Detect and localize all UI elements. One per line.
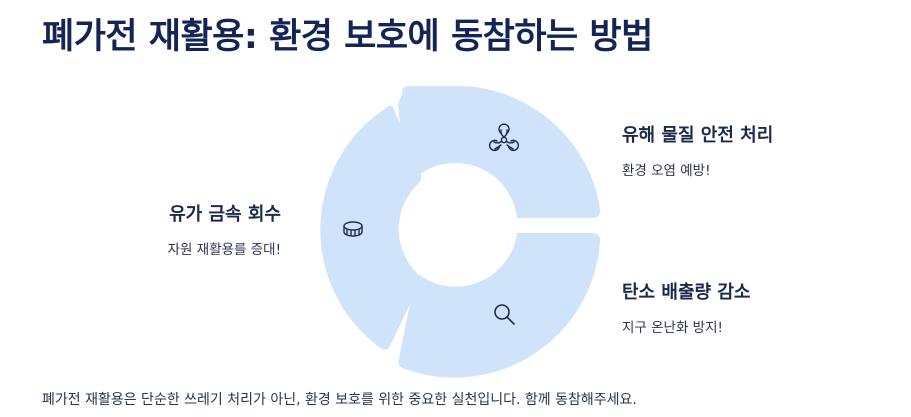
label-hazardous: 유해 물질 안전 처리 환경 오염 예방!: [622, 121, 773, 179]
label-hazardous-desc: 환경 오염 예방!: [622, 163, 711, 179]
magnifier-icon: [494, 304, 515, 325]
footer-note: 폐가전 재활용은 단순한 쓰레기 처리가 아닌, 환경 보호를 위한 중요한 실…: [42, 392, 637, 408]
donut-diagram: [308, 82, 604, 378]
label-metals-title: 유가 금속 회수: [169, 204, 281, 225]
biohazard-icon: [488, 123, 520, 152]
coins-icon: [343, 221, 363, 237]
segment-hazardous: [398, 86, 601, 218]
label-carbon-desc: 지구 온난화 방지!: [622, 320, 723, 336]
label-metals: 유가 금속 회수 자원 재활용를 증대!: [168, 200, 281, 258]
page-title: 폐가전 재활용: 환경 보호에 동참하는 방법: [42, 17, 653, 57]
label-carbon: 탄소 배출량 감소 지구 온난화 방지!: [622, 278, 750, 336]
donut-svg: [320, 86, 601, 378]
label-hazardous-title: 유해 물질 안전 처리: [622, 125, 774, 146]
segment-metals: [320, 105, 422, 350]
label-carbon-title: 탄소 배출량 감소: [622, 282, 751, 303]
label-metals-desc: 자원 재활용를 증대!: [167, 242, 281, 258]
